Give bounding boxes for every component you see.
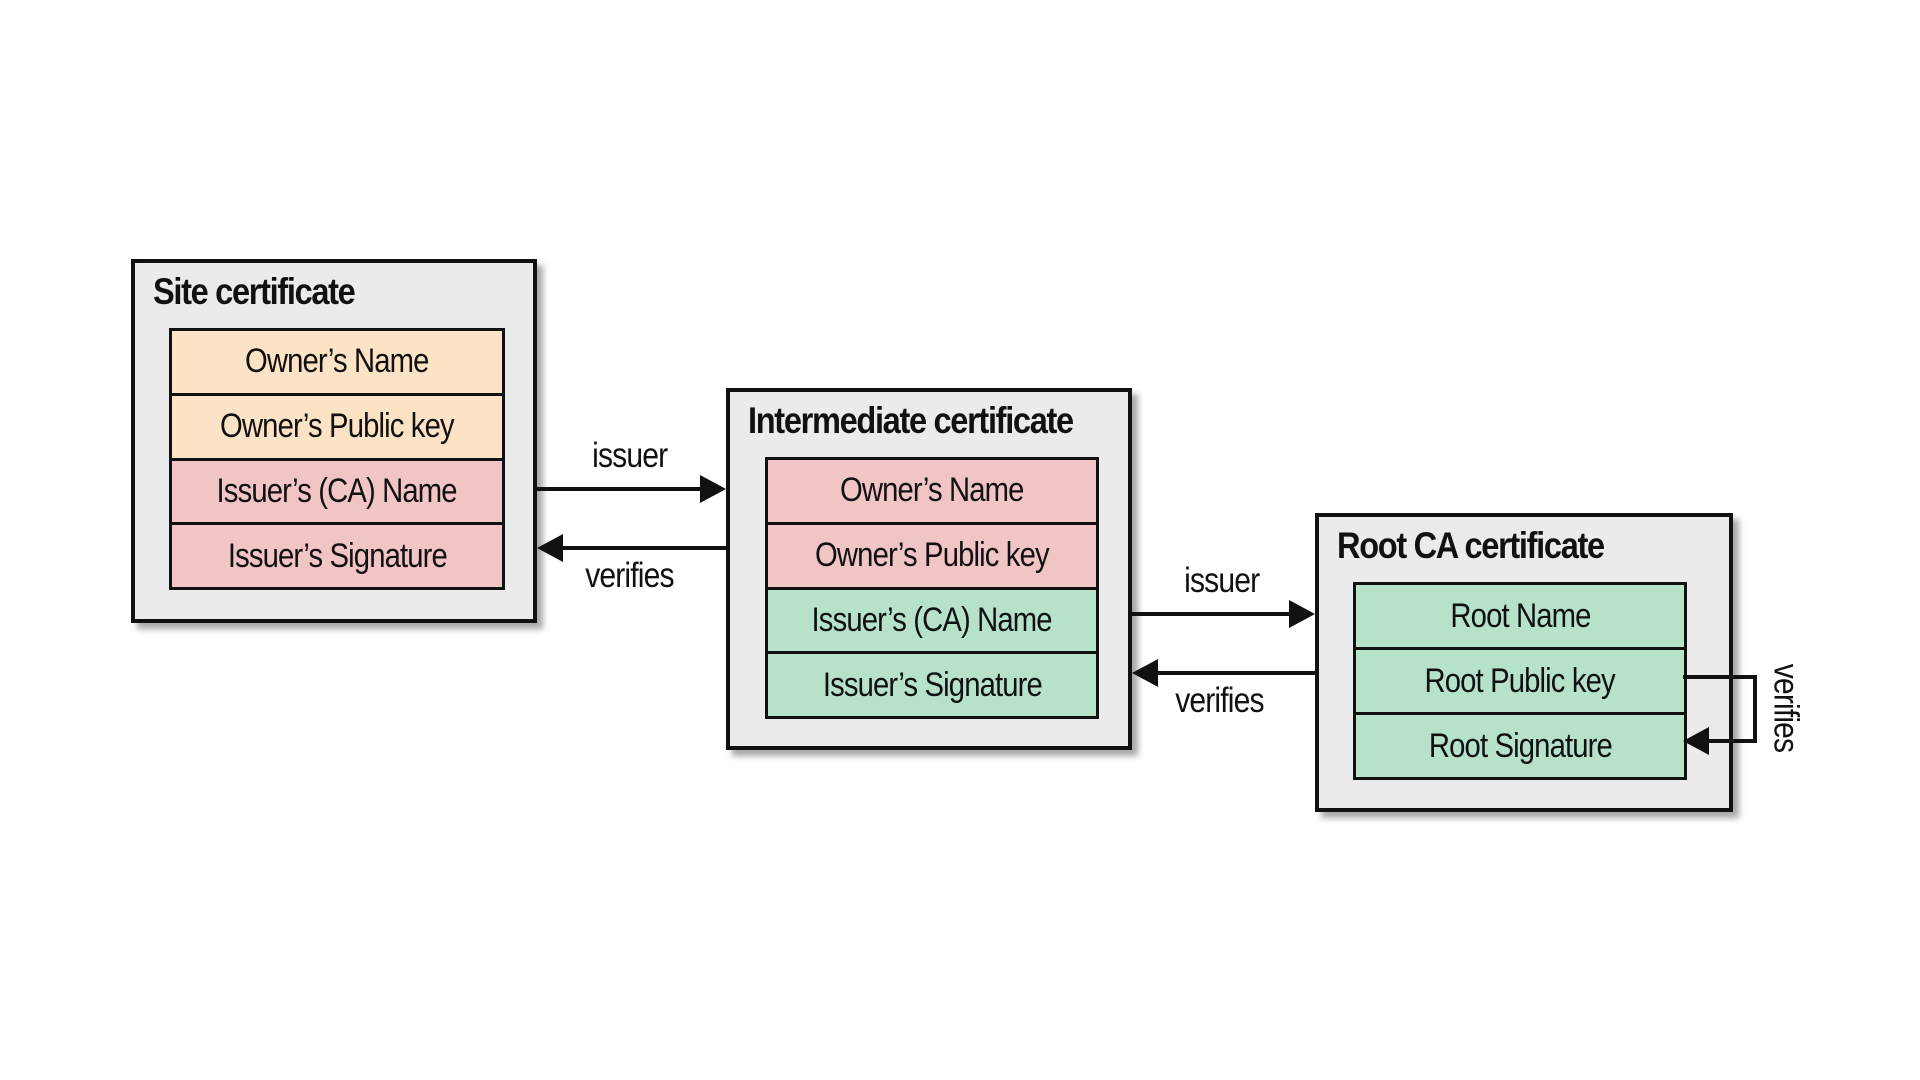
root-name: Root Name [1356,585,1684,647]
root-public-key: Root Public key [1356,650,1684,712]
verifies-label-1: verifies [585,556,674,595]
verifies-label-root-self: verifies [1766,663,1806,753]
arrowhead [537,534,563,562]
intermediate-certificate: Intermediate certificate Owner’s Name Ow… [726,388,1132,750]
intermediate-owner-name: Owner’s Name [768,460,1096,522]
arrowhead [1132,659,1158,687]
arrowhead [1289,600,1315,628]
root-ca-certificate: Root CA certificate Root Name Root Publi… [1315,513,1733,812]
site-issuer-signature: Issuer’s Signature [172,525,502,587]
arrowhead [700,475,726,503]
intermediate-owner-public-key: Owner’s Public key [768,524,1096,587]
intermediate-certificate-fields: Owner’s Name Owner’s Public key Issuer’s… [765,457,1099,719]
site-owner-public-key: Owner’s Public key [172,395,502,458]
root-signature: Root Signature [1356,715,1684,777]
site-owner-name: Owner’s Name [172,331,502,393]
verifies-label-2: verifies [1175,681,1264,720]
intermediate-certificate-title: Intermediate certificate [748,400,1074,441]
root-ca-certificate-fields: Root Name Root Public key Root Signature [1353,582,1687,780]
issuer-label-2: issuer [1184,561,1260,600]
intermediate-issuer-signature: Issuer’s Signature [768,654,1096,716]
intermediate-issuer-name: Issuer’s (CA) Name [768,589,1096,652]
site-certificate-fields: Owner’s Name Owner’s Public key Issuer’s… [169,328,505,590]
site-issuer-name: Issuer’s (CA) Name [172,460,502,523]
site-certificate: Site certificate Owner’s Name Owner’s Pu… [131,259,537,623]
site-certificate-title: Site certificate [153,271,356,312]
issuer-label-1: issuer [592,436,668,475]
root-ca-certificate-title: Root CA certificate [1337,525,1605,566]
